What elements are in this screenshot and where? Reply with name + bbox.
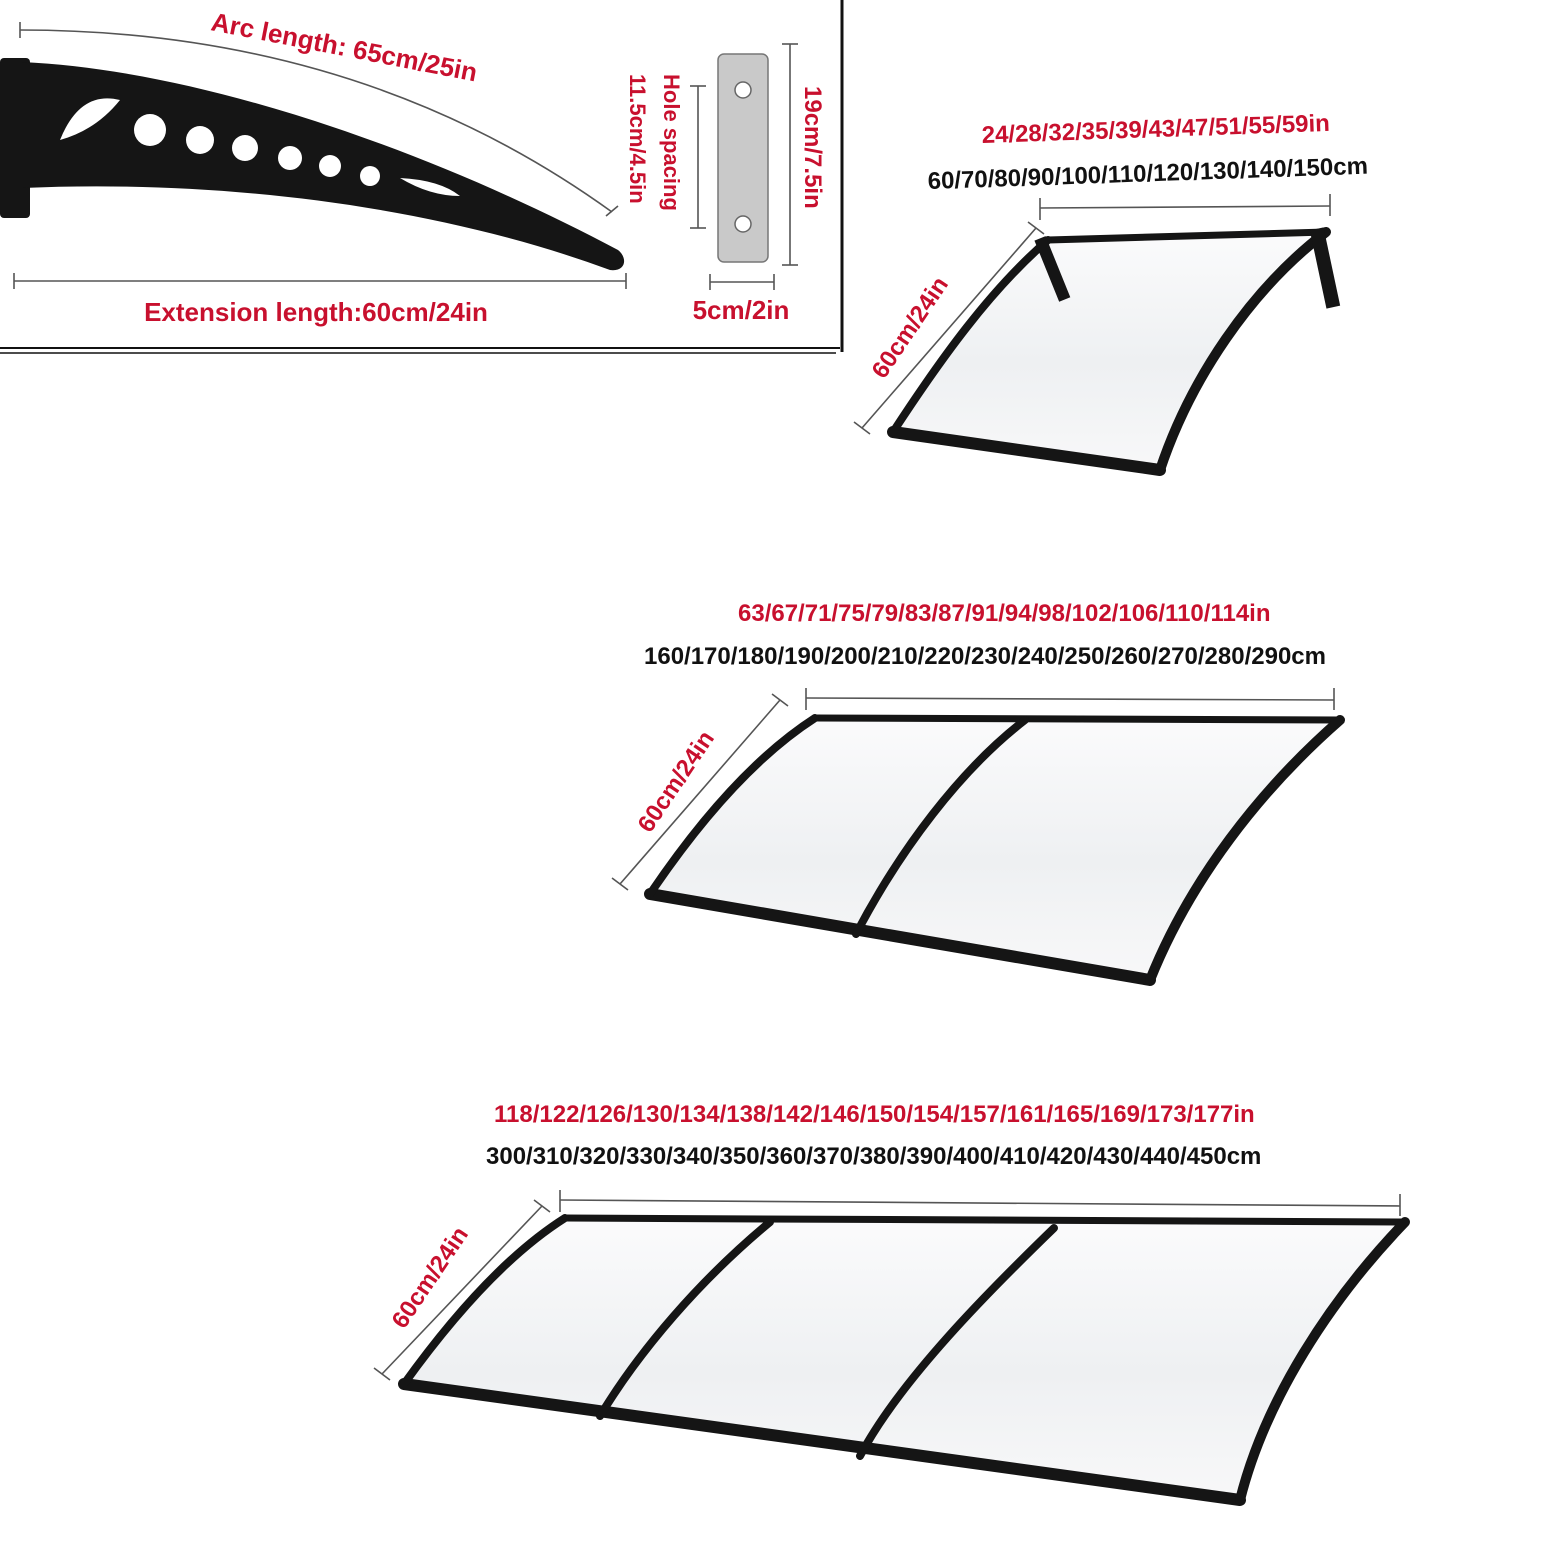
awning-2-width-guide: [805, 697, 1335, 701]
plate-hole-bottom: [734, 215, 752, 233]
awning-3-cm-sizes: 300/310/320/330/340/350/360/370/380/390/…: [486, 1143, 1261, 1170]
awning-2-panel: [649, 717, 1342, 981]
awning-1-right-arm: [1155, 227, 1331, 475]
awning-3-inch-sizes: 118/122/126/130/134/138/142/146/150/154/…: [494, 1101, 1255, 1128]
hole-spacing-label: Hole spacing: [659, 74, 684, 211]
awning-3-right-arm: [1235, 1217, 1410, 1505]
arc-length-guide: [19, 29, 613, 213]
awning-1-back-rail: [1044, 228, 1330, 244]
awning-2-right-arm: [1145, 715, 1345, 985]
arc-length-label: Arc length: 65cm/25in: [209, 6, 480, 87]
awning-two-section: 63/67/71/75/79/83/87/91/94/98/102/106/11…: [611, 600, 1345, 986]
awning-3-width-guide: [559, 1199, 1401, 1207]
awning-3-left-arm: [400, 1214, 569, 1388]
awning-3-back-rail: [561, 1214, 1409, 1226]
bracket-detail-panel: Arc length: 65cm/25in Extension length:6…: [0, 0, 844, 354]
awning-1-panel: [892, 231, 1328, 471]
awning-2-middle-arm: [852, 716, 1029, 938]
awning-2-front-rail: [644, 888, 1156, 986]
awning-3-middle-arm-2: [856, 1224, 1058, 1460]
extension-length-label: Extension length:60cm/24in: [144, 297, 488, 327]
awning-2-inch-sizes: 63/67/71/75/79/83/87/91/94/98/102/106/11…: [738, 600, 1271, 627]
awning-1-left-plate: [1034, 236, 1071, 302]
awning-3-middle-arm-1: [596, 1218, 774, 1420]
awning-2-back-rail: [811, 714, 1344, 724]
awning-1-left-arm: [889, 236, 1052, 436]
awning-3-depth-guide: [381, 1205, 543, 1375]
bracket-arm: [0, 58, 625, 271]
awning-single-section: 24/28/32/35/39/43/47/51/55/59in 60/70/80…: [853, 110, 1368, 476]
bracket-scroll-cutouts: [60, 98, 460, 196]
awning-1-depth-guide: [861, 227, 1037, 429]
plate-height-label: 19cm/7.5in: [799, 86, 826, 209]
awning-2-cm-sizes: 160/170/180/190/200/210/220/230/240/250/…: [644, 643, 1326, 670]
plate-width-label: 5cm/2in: [693, 295, 790, 325]
awning-3-front-rail: [398, 1378, 1246, 1506]
awning-1-front-rail: [887, 426, 1166, 476]
awning-2-left-arm: [646, 714, 819, 898]
arc-tick-end: [605, 205, 619, 217]
hole-spacing-value: 11.5cm/4.5in: [625, 74, 650, 204]
awning-three-section: 118/122/126/130/134/138/142/146/150/154/…: [373, 1101, 1410, 1506]
awning-2-depth-guide: [619, 699, 781, 885]
awning-1-inch-sizes: 24/28/32/35/39/43/47/51/55/59in: [981, 110, 1330, 149]
wall-plate: [717, 53, 769, 263]
awning-1-cm-sizes: 60/70/80/90/100/110/120/130/140/150cm: [927, 153, 1368, 195]
awning-1-width-guide: [1039, 205, 1331, 209]
plate-hole-top: [734, 81, 752, 99]
awning-1-right-plate: [1309, 227, 1341, 309]
